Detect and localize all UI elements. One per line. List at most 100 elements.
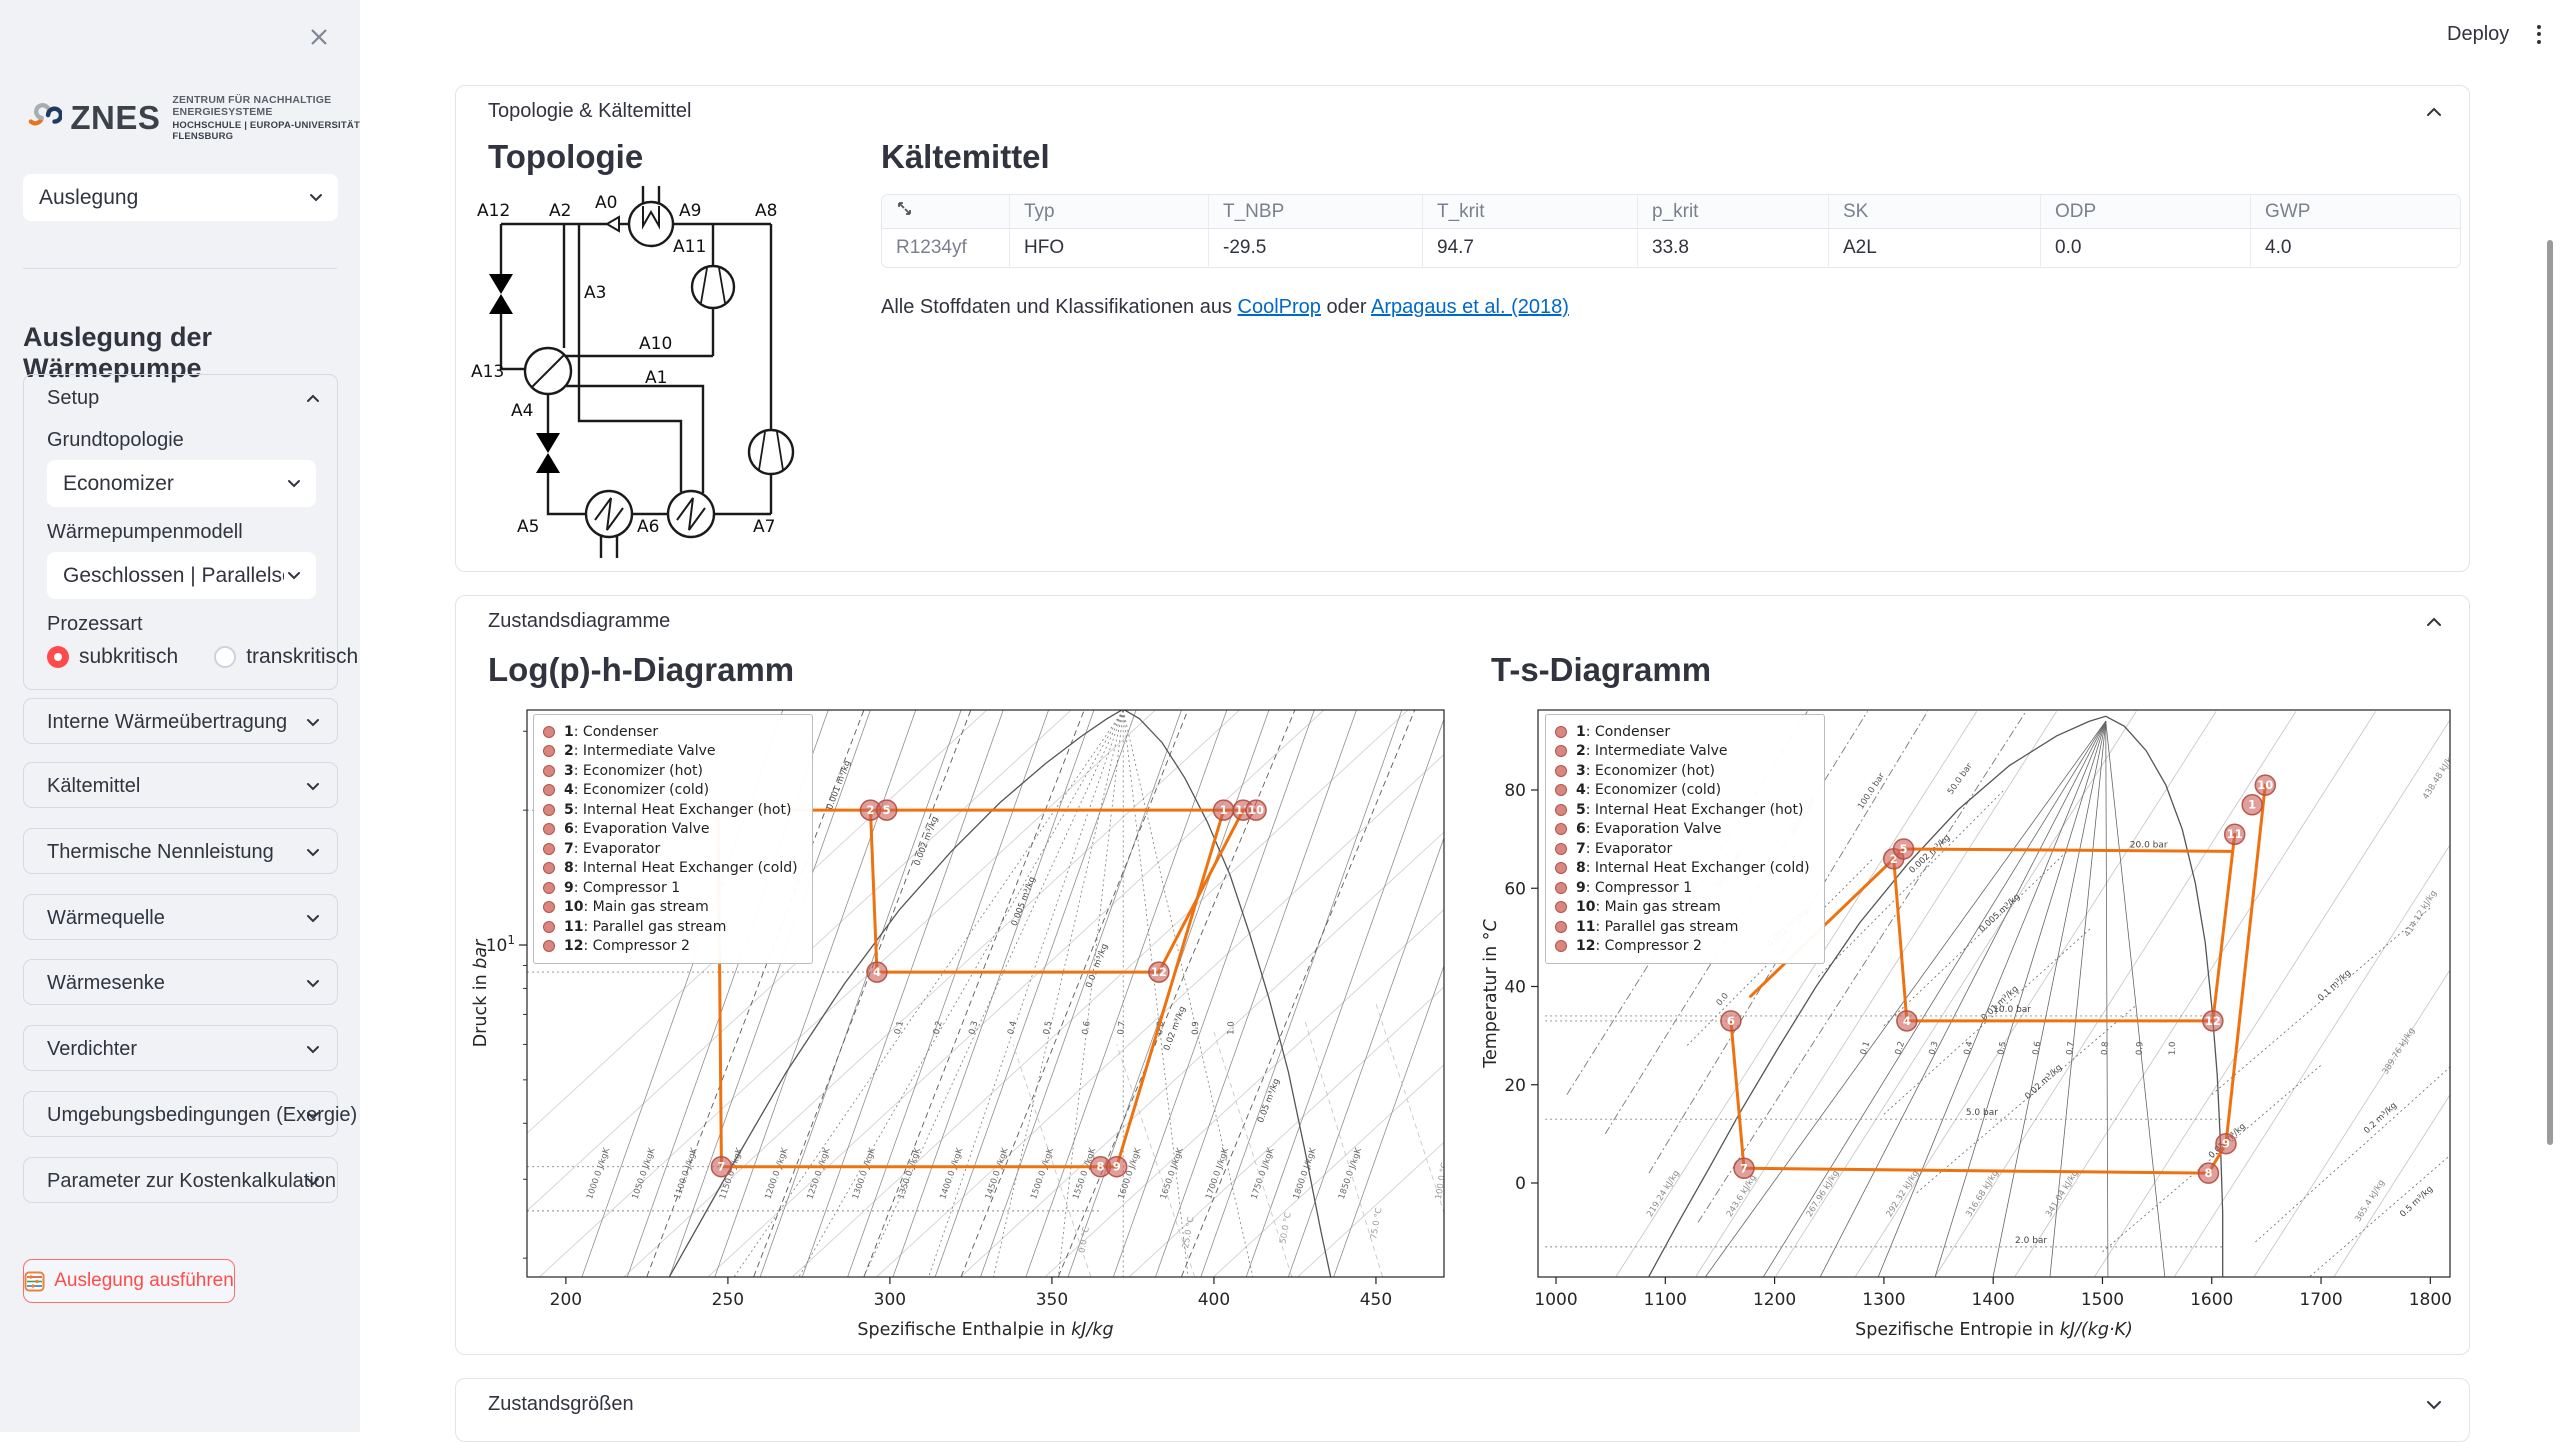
prozessart-radio-group: subkritisch transkritisch — [47, 645, 358, 669]
legend-marker-icon — [1555, 901, 1567, 914]
legend-item: 5: Internal Heat Exchanger (hot) — [543, 800, 798, 820]
table-cell: 33.8 — [1638, 229, 1829, 267]
expander-label: Interne Wärmeübertragung — [47, 711, 288, 733]
svg-text:0.2 m³/kg: 0.2 m³/kg — [2362, 1101, 2399, 1136]
legend-item: 12: Compressor 2 — [543, 937, 798, 957]
legend-item: 1: Condenser — [543, 722, 798, 742]
page-select[interactable]: Auslegung — [23, 174, 338, 221]
cycle-point-10: 10 — [2254, 774, 2277, 796]
svg-text:250: 250 — [712, 1290, 744, 1310]
card2-header[interactable]: Zustandsdiagramme — [456, 596, 2469, 646]
radio-subkritisch[interactable]: subkritisch — [47, 645, 178, 669]
svg-text:9: 9 — [1113, 1160, 1121, 1174]
legend-item: 6: Evaporation Valve — [543, 820, 798, 840]
chevron-down-icon — [2423, 1394, 2445, 1421]
svg-text:0.6: 0.6 — [1081, 1020, 1093, 1035]
waermepumpenmodell-select[interactable]: Geschlossen | Parallelschal... — [47, 552, 316, 599]
svg-text:12: 12 — [1151, 965, 1167, 979]
svg-text:25.0 °C: 25.0 °C — [1181, 1216, 1196, 1249]
grundtopologie-select[interactable]: Economizer — [47, 460, 316, 507]
svg-text:7: 7 — [717, 1160, 725, 1174]
svg-text:75.0 °C: 75.0 °C — [1369, 1207, 1384, 1240]
sidebar-title: Auslegung der Wärmepumpe — [23, 322, 213, 383]
sidebar-expander-Wärmesenke[interactable]: Wärmesenke — [23, 959, 338, 1005]
table-cell: 0.0 — [2041, 229, 2251, 267]
card3-header[interactable]: Zustandsgrößen — [456, 1379, 2469, 1429]
svg-text:1450.0 J/kgK: 1450.0 J/kgK — [984, 1146, 1011, 1200]
svg-text:1600: 1600 — [2190, 1290, 2233, 1310]
table-cell: A2L — [1829, 229, 2041, 267]
chevron-down-icon — [303, 842, 323, 867]
svg-text:1750.0 J/kgK: 1750.0 J/kgK — [1249, 1146, 1276, 1200]
sidebar-expander-Umgebungsbedingungen (Exergie)[interactable]: Umgebungsbedingungen (Exergie) — [23, 1091, 357, 1137]
kebab-menu-icon[interactable] — [2526, 20, 2552, 48]
svg-text:40: 40 — [1504, 978, 1526, 998]
abacus-icon — [24, 1271, 45, 1291]
expander-setup-header[interactable]: Setup — [24, 375, 337, 421]
legend-item: 8: Internal Heat Exchanger (cold) — [543, 859, 798, 879]
data-source-caption: Alle Stoffdaten und Klassifikationen aus… — [881, 296, 1569, 319]
svg-text:10.0 bar: 10.0 bar — [1993, 1005, 2031, 1015]
cycle-point-10: 10 — [1245, 799, 1267, 821]
svg-text:1800: 1800 — [2409, 1290, 2452, 1310]
expand-diagonal-icon[interactable] — [896, 200, 913, 217]
cycle-point-7: 7 — [1733, 1157, 1755, 1180]
sidebar-expander-Thermische Nennleistung[interactable]: Thermische Nennleistung — [23, 828, 338, 874]
chevron-down-icon — [284, 473, 304, 498]
svg-text:0.2: 0.2 — [932, 1020, 945, 1036]
deploy-button[interactable]: Deploy — [2447, 23, 2510, 45]
sidebar: ZNES ZENTRUM FÜR NACHHALTIGE ENERGIESYST… — [0, 0, 360, 1432]
card-zustandsgroessen: Zustandsgrößen — [455, 1378, 2470, 1442]
svg-text:10: 10 — [1248, 803, 1264, 817]
sidebar-close-icon[interactable] — [302, 20, 336, 54]
legend-marker-icon — [1555, 803, 1567, 816]
svg-text:0.4: 0.4 — [1962, 1040, 1975, 1056]
svg-text:1350.0 J/kgK: 1350.0 J/kgK — [896, 1146, 923, 1200]
card3-header-label: Zustandsgrößen — [488, 1393, 634, 1415]
svg-text:1400.0 J/kgK: 1400.0 J/kgK — [938, 1146, 965, 1200]
svg-text:20.0 bar: 20.0 bar — [2130, 840, 2168, 850]
legend-marker-icon — [543, 745, 555, 758]
legend-item: 2: Intermediate Valve — [1555, 742, 1810, 762]
card1-header[interactable]: Topologie & Kältemittel — [456, 86, 2469, 136]
svg-text:0.01 m³/kg: 0.01 m³/kg — [1084, 942, 1110, 989]
svg-text:267.96 kJ/kg: 267.96 kJ/kg — [1805, 1169, 1842, 1219]
svg-text:0.001 m³/kg: 0.001 m³/kg — [825, 759, 853, 811]
svg-text:Spezifische Enthalpie in kJ/kg: Spezifische Enthalpie in kJ/kg — [857, 1320, 1113, 1340]
caption-link[interactable]: CoolProp — [1237, 296, 1321, 318]
chevron-up-icon — [2423, 101, 2445, 128]
svg-text:414.12 kJ/kg: 414.12 kJ/kg — [2403, 889, 2440, 939]
topology-label-A10: A10 — [639, 334, 672, 354]
svg-text:1200: 1200 — [1753, 1290, 1796, 1310]
legend-marker-icon — [543, 842, 555, 855]
topology-label-A8: A8 — [755, 201, 777, 221]
svg-text:50.0 °C: 50.0 °C — [1278, 1211, 1293, 1244]
page-scrollbar[interactable] — [2547, 240, 2553, 1145]
waermepumpenmodell-value: Geschlossen | Parallelschal... — [63, 564, 284, 587]
cycle-point-8: 8 — [2197, 1162, 2220, 1184]
cycle-point-5: 5 — [1892, 838, 1915, 860]
svg-text:1700: 1700 — [2299, 1290, 2342, 1310]
radio-transkritisch[interactable]: transkritisch — [214, 645, 358, 669]
card1-header-label: Topologie & Kältemittel — [488, 100, 692, 122]
svg-text:0.5: 0.5 — [1042, 1020, 1054, 1035]
run-button[interactable]: Auslegung ausführen — [23, 1259, 235, 1303]
svg-text:1: 1 — [2248, 798, 2256, 812]
svg-text:0.2: 0.2 — [1894, 1040, 1908, 1056]
sidebar-expander-Verdichter[interactable]: Verdichter — [23, 1025, 338, 1071]
sidebar-expander-Kältemittel[interactable]: Kältemittel — [23, 762, 338, 808]
svg-text:0.01 m³/kg: 0.01 m³/kg — [1980, 984, 2021, 1023]
legend-item: 1: Condenser — [1555, 722, 1810, 742]
svg-text:316.68 kJ/kg: 316.68 kJ/kg — [1964, 1169, 2001, 1219]
table-cell: R1234yf — [882, 229, 1010, 267]
sidebar-expander-Wärmequelle[interactable]: Wärmequelle — [23, 894, 338, 940]
svg-text:0.3: 0.3 — [1927, 1040, 1940, 1056]
caption-link[interactable]: Arpagaus et al. (2018) — [1370, 296, 1569, 318]
svg-text:8: 8 — [2204, 1166, 2212, 1180]
sidebar-expander-Parameter zur Kostenkalkulation[interactable]: Parameter zur Kostenkalkulation — [23, 1157, 338, 1203]
legend-marker-icon — [543, 862, 555, 875]
sidebar-expander-Interne Wärmeübertragung[interactable]: Interne Wärmeübertragung — [23, 698, 338, 744]
